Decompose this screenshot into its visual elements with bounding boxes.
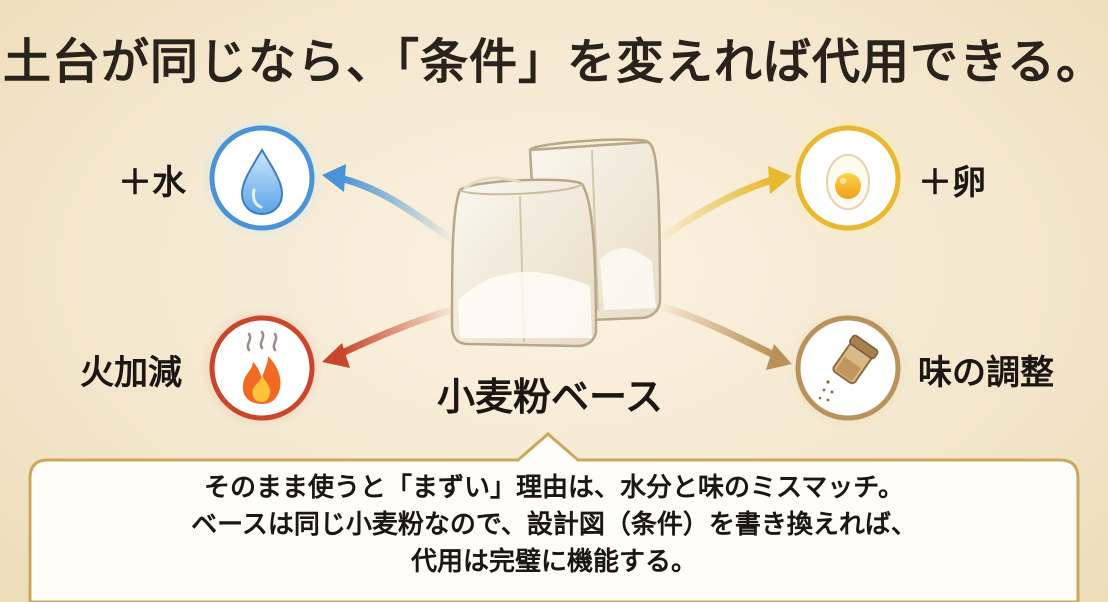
modifier-label-egg: ＋卵	[918, 163, 986, 203]
modifier-label-taste: 味の調整	[918, 353, 1054, 393]
arrow-to-fire	[322, 306, 456, 368]
water-drop-icon	[200, 116, 324, 240]
callout-line: 代用は完璧に機能する。	[410, 547, 697, 577]
flame-icon	[200, 306, 324, 430]
callout-box	[28, 432, 1080, 602]
page-title: 土台が同じなら、「条件」を変えれば代用できる。	[2, 34, 1106, 90]
salt-shaker-icon	[786, 306, 910, 430]
flour-bags-illustration	[450, 138, 662, 348]
center-label: 小麦粉ベース	[436, 375, 664, 419]
callout-line: ベースは同じ小麦粉なので、設計図（条件）を書き換えれば、	[191, 510, 917, 540]
callout-text: そのまま使うと「まずい」理由は、水分と味のミスマッチ。 ベースは同じ小麦粉なので…	[40, 470, 1068, 581]
arrow-to-egg	[658, 166, 792, 242]
modifier-label-water: ＋水	[118, 163, 186, 203]
arrow-to-water	[322, 164, 454, 242]
callout-line: そのまま使うと「まずい」理由は、水分と味のミスマッチ。	[204, 473, 904, 503]
arrow-to-taste	[656, 302, 792, 370]
egg-icon	[786, 116, 910, 240]
modifier-label-heat: 火加減	[80, 353, 182, 393]
